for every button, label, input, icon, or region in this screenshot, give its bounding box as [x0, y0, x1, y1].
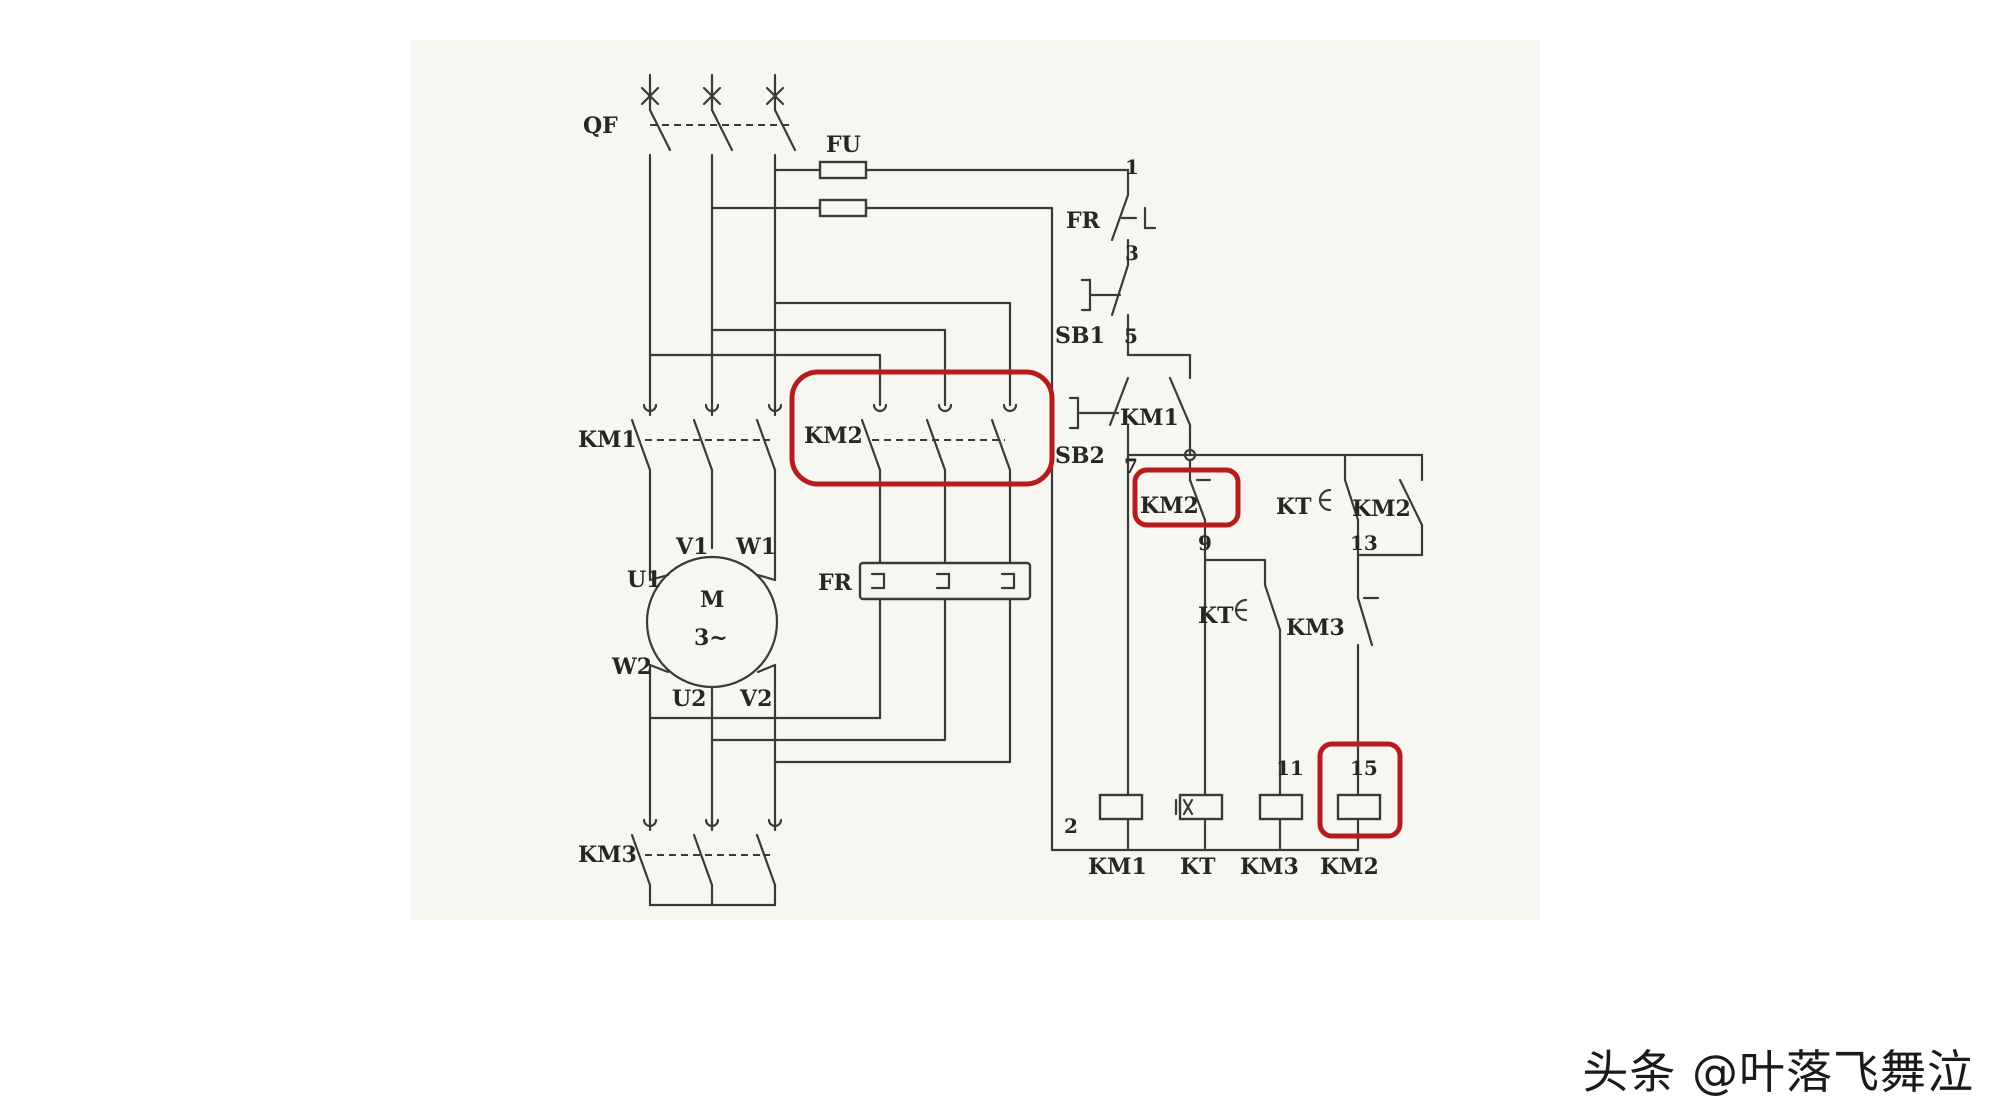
qf-breaker — [648, 108, 797, 417]
label-kt-nc: KT — [1276, 494, 1312, 520]
fr-thermal-relay — [858, 561, 1032, 764]
label-sb1: SB1 — [1055, 323, 1105, 349]
label-km3-nc: KM3 — [1286, 615, 1345, 641]
motor — [645, 555, 779, 832]
node-13: 13 — [1350, 531, 1378, 555]
node-9: 9 — [1198, 531, 1212, 555]
label-u2: U2 — [672, 686, 707, 712]
label-sb2: SB2 — [1055, 443, 1105, 469]
node-7: 7 — [1124, 454, 1138, 478]
label-motor-m: M — [700, 587, 724, 613]
node-11: 11 — [1276, 756, 1304, 780]
coils — [1050, 793, 1382, 852]
control-circuit — [1050, 168, 1424, 852]
node-15: 15 — [1350, 756, 1378, 780]
label-km1-aux: KM1 — [1120, 405, 1179, 431]
kt-km2-branch — [1318, 453, 1424, 797]
km2-nc-interlock — [1188, 458, 1212, 797]
label-w1: W1 — [735, 534, 776, 560]
incoming-lines — [640, 73, 785, 112]
highlight-km2-coil — [1317, 741, 1403, 839]
label-coil-km3: KM3 — [1240, 854, 1299, 880]
label-v2: V2 — [739, 686, 772, 712]
delta-wires — [648, 716, 1012, 764]
km2-supply-bus — [648, 301, 1012, 407]
highlights — [789, 369, 1403, 839]
label-km2-main: KM2 — [804, 423, 863, 449]
highlight-km2-main — [789, 369, 1055, 487]
sb1-stop-button — [1080, 263, 1130, 357]
sb2-start-and-km1-hold — [1068, 353, 1424, 797]
watermark-text: 头条 @叶落飞舞泣 — [1582, 1045, 1974, 1099]
highlight-km2-nc — [1132, 467, 1241, 528]
node-3: 3 — [1125, 241, 1139, 265]
labels: QF FU FR KM1 KM2 KM3 M 3~ U1 V1 W1 W2 U2… — [578, 113, 1411, 880]
fu-fuses — [710, 160, 1130, 832]
fr-control-contact — [1110, 168, 1157, 267]
node-5: 5 — [1124, 324, 1138, 348]
label-v1: V1 — [675, 534, 708, 560]
diagram-scan-background — [410, 40, 1540, 920]
kt-km3-branch — [1203, 558, 1282, 797]
label-fu: FU — [826, 132, 861, 158]
label-km1-main: KM1 — [578, 427, 637, 453]
label-u1: U1 — [627, 567, 662, 593]
km1-main-contacts — [630, 403, 783, 582]
node-1: 1 — [1125, 155, 1139, 179]
label-km2-no: KM2 — [1352, 496, 1411, 522]
power-circuit — [630, 73, 1130, 907]
label-km2-nc: KM2 — [1140, 493, 1199, 519]
label-coil-kt: KT — [1180, 854, 1216, 880]
label-coil-km1: KM1 — [1088, 854, 1147, 880]
label-qf: QF — [583, 113, 618, 139]
label-motor-phase: 3~ — [694, 625, 728, 651]
label-kt-no: KT — [1198, 603, 1234, 629]
km3-main-contacts — [630, 818, 783, 907]
node-2: 2 — [1064, 814, 1078, 838]
label-fr-power: FR — [818, 570, 853, 596]
label-w2: W2 — [611, 654, 652, 680]
label-coil-km2: KM2 — [1320, 854, 1379, 880]
label-km3-main: KM3 — [578, 842, 637, 868]
label-fr-control: FR — [1066, 208, 1101, 234]
